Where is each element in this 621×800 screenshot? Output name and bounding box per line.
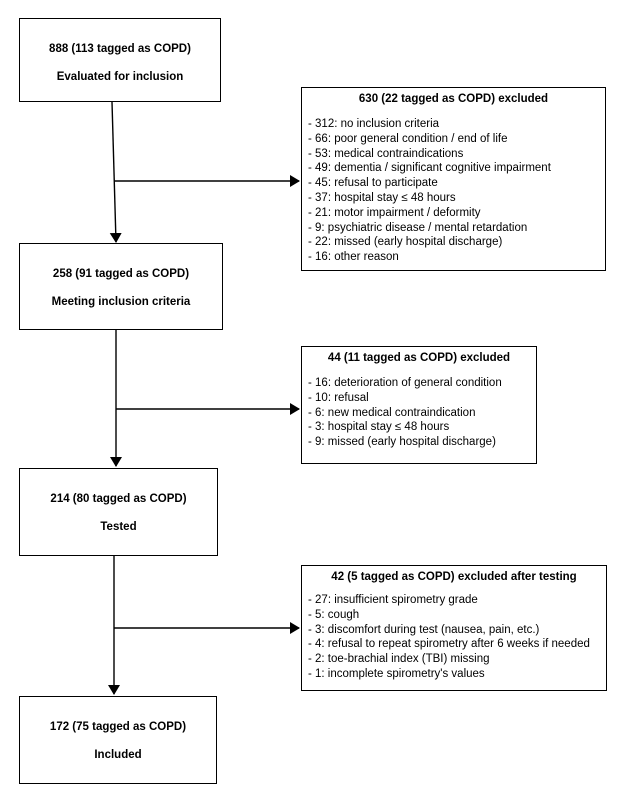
stage-box-tested: 214 (80 tagged as COPD) Tested — [19, 468, 218, 556]
exclusion-reason: - 4: refusal to repeat spirometry after … — [308, 638, 590, 651]
stage-box-meeting-criteria: 258 (91 tagged as COPD) Meeting inclusio… — [19, 243, 223, 330]
exclusion-box-1: 630 (22 tagged as COPD) excluded - 312: … — [301, 87, 606, 271]
stage-label: Tested — [100, 521, 137, 533]
arrow-evaluated-to-meeting — [109, 101, 122, 243]
exclusion-title: 630 (22 tagged as COPD) excluded — [358, 93, 549, 105]
stage-count: 888 (113 tagged as COPD) — [49, 43, 191, 55]
exclusion-reason: - 6: new medical contraindication — [308, 406, 476, 419]
exclusion-reason: - 9: missed (early hospital discharge) — [308, 436, 496, 449]
exclusion-reason: - 37: hospital stay ≤ 48 hours — [308, 191, 456, 204]
exclusion-reason: - 49: dementia / significant cognitive i… — [308, 162, 551, 175]
exclusion-reason: - 21: motor impairment / deformity — [308, 206, 481, 219]
exclusion-reason: - 27: insufficient spirometry grade — [308, 594, 478, 606]
stage-label: Meeting inclusion criteria — [51, 296, 191, 308]
exclusion-reason: - 16: other reason — [308, 251, 399, 264]
exclusion-reason: - 3: discomfort during test (nausea, pai… — [308, 623, 540, 636]
exclusion-title: 42 (5 tagged as COPD) excluded after tes… — [331, 571, 577, 583]
exclusion-reason: - 45: refusal to participate — [308, 177, 438, 190]
exclusion-title: 44 (11 tagged as COPD) excluded — [327, 352, 511, 364]
exclusion-reason: - 5: cough — [308, 608, 360, 621]
exclusion-reason-list: - 16: deterioration of general condition… — [302, 376, 536, 450]
exclusion-reason: - 22: missed (early hospital discharge) — [308, 236, 503, 249]
exclusion-reason: - 9: psychiatric disease / mental retard… — [308, 221, 528, 234]
exclusion-reason: - 312: no inclusion criteria — [308, 118, 440, 130]
exclusion-reason: - 10: refusal — [308, 391, 369, 404]
exclusion-reason: - 3: hospital stay ≤ 48 hours — [308, 421, 450, 434]
exclusion-reason: - 53: medical contraindications — [308, 147, 464, 160]
stage-count: 258 (91 tagged as COPD) — [52, 268, 190, 280]
stage-count: 214 (80 tagged as COPD) — [50, 493, 187, 505]
stage-box-included: 172 (75 tagged as COPD) Included — [19, 696, 217, 784]
exclusion-reason: - 66: poor general condition / end of li… — [308, 132, 508, 145]
exclusion-reason-list: - 312: no inclusion criteria - 66: poor … — [302, 117, 605, 265]
stage-box-evaluated: 888 (113 tagged as COPD) Evaluated for i… — [19, 18, 221, 102]
exclusion-reason-list: - 27: insufficient spirometry grade - 5:… — [302, 593, 606, 682]
stage-label: Evaluated for inclusion — [56, 71, 184, 83]
exclusion-reason: - 1: incomplete spirometry's values — [308, 667, 485, 680]
stage-label: Included — [94, 749, 142, 761]
exclusion-reason: - 16: deterioration of general condition — [308, 377, 502, 389]
exclusion-reason: - 2: toe-brachial index (TBI) missing — [308, 653, 490, 666]
exclusion-box-3: 42 (5 tagged as COPD) excluded after tes… — [301, 565, 607, 691]
stage-count: 172 (75 tagged as COPD) — [49, 721, 187, 733]
exclusion-box-2: 44 (11 tagged as COPD) excluded - 16: de… — [301, 346, 537, 464]
